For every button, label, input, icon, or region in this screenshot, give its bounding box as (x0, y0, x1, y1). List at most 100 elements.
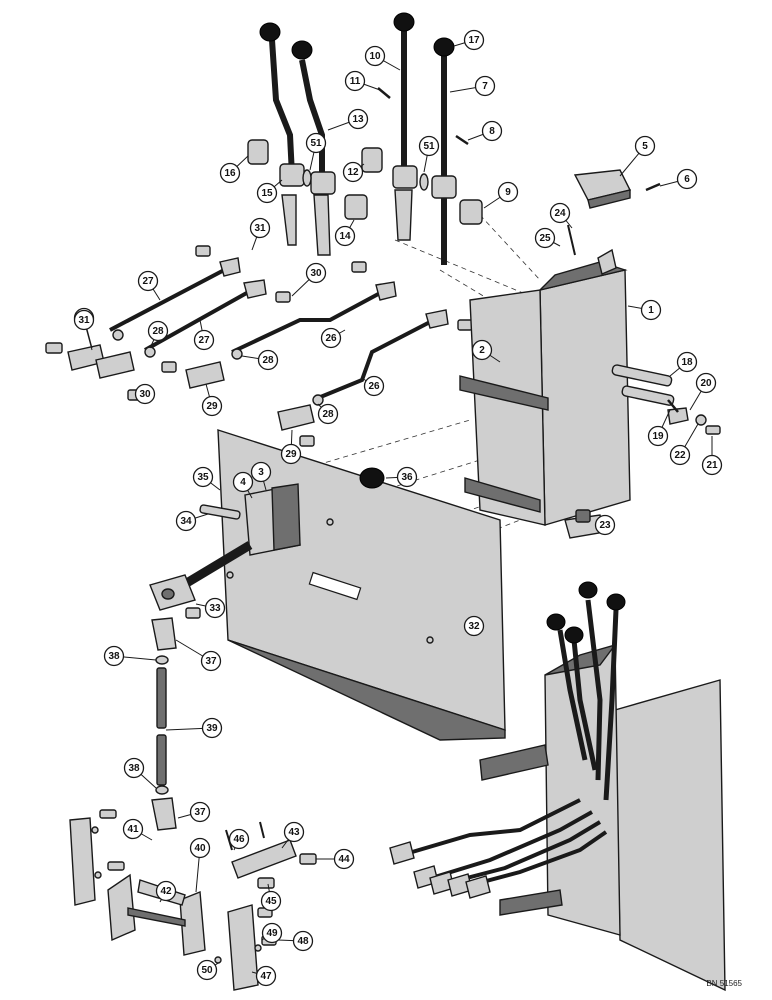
callout-circle-15 (256, 182, 278, 204)
callout-circle-13 (347, 108, 369, 130)
callout-number-37: 37 (205, 656, 217, 667)
callout-44: 44 (316, 848, 355, 870)
callout-number-34: 34 (180, 516, 192, 527)
callout-circle-50 (196, 959, 218, 981)
callout-20: 20 (689, 372, 717, 411)
callout-number-24: 24 (554, 208, 566, 219)
callout-38: 38 (103, 645, 157, 667)
callout-number-1: 1 (648, 305, 654, 316)
callout-circle-11 (344, 70, 366, 92)
callout-circle-41 (122, 818, 144, 840)
callout-number-26: 26 (368, 381, 380, 392)
callout-circle-28 (317, 403, 339, 425)
callout-23: 23 (594, 514, 616, 536)
callout-circle-43 (283, 821, 305, 843)
callout-number-7: 7 (482, 81, 488, 92)
callout-number-44: 44 (338, 854, 350, 865)
callout-circle-38 (103, 645, 125, 667)
callout-circle-45 (260, 890, 282, 912)
callout-2: 2 (471, 339, 501, 363)
knob-7 (433, 37, 455, 57)
callout-number-23: 23 (599, 520, 611, 531)
callout-43: 43 (281, 821, 305, 849)
callout-number-30: 30 (310, 268, 322, 279)
callout-number-22: 22 (674, 450, 686, 461)
callout-circle-27 (137, 270, 159, 292)
lock-bracket (567, 169, 661, 256)
callout-circle-9 (497, 181, 519, 203)
callout-37: 37 (177, 801, 211, 823)
callout-11: 11 (344, 70, 381, 92)
callout-28: 28 (241, 349, 279, 371)
callout-number-51: 51 (423, 141, 435, 152)
callout-circle-30 (134, 383, 156, 405)
callout-circle-28 (257, 349, 279, 371)
callout-24: 24 (549, 202, 573, 229)
callout-28: 28 (317, 403, 339, 425)
callout-labels: 1234567891011121314151617181920212223242… (73, 29, 723, 987)
callout-number-29: 29 (206, 401, 218, 412)
callout-circle-23 (594, 514, 616, 536)
callout-34: 34 (175, 510, 209, 532)
pivot-bracket (149, 483, 301, 619)
callout-number-19: 19 (652, 431, 664, 442)
callout-number-5: 5 (642, 141, 648, 152)
control-rods (109, 257, 449, 400)
callout-circle-18 (676, 351, 698, 373)
callout-number-27: 27 (198, 335, 210, 346)
callout-number-32: 32 (468, 621, 480, 632)
callout-circle-37 (200, 650, 222, 672)
assembled-view (389, 581, 726, 992)
callout-number-12: 12 (347, 167, 359, 178)
callout-circle-32 (463, 615, 485, 637)
callout-number-38: 38 (108, 651, 120, 662)
callout-25: 25 (534, 227, 561, 249)
callout-circle-30 (305, 262, 327, 284)
callout-49: 49 (261, 922, 283, 944)
callout-number-27: 27 (142, 276, 154, 287)
callout-number-18: 18 (681, 357, 693, 368)
callout-number-28: 28 (152, 326, 164, 337)
callout-12: 12 (342, 161, 365, 183)
callout-number-2: 2 (479, 345, 485, 356)
knob-10 (393, 12, 415, 32)
callout-number-26: 26 (325, 333, 337, 344)
callout-circle-33 (204, 597, 226, 619)
callout-17: 17 (453, 29, 485, 51)
callout-number-28: 28 (262, 355, 274, 366)
callout-50: 50 (196, 959, 221, 981)
callout-circle-1 (640, 299, 662, 321)
callout-51: 51 (305, 132, 327, 171)
callout-circle-31 (73, 309, 95, 331)
callout-1: 1 (627, 299, 662, 321)
callout-number-4: 4 (240, 477, 246, 488)
callout-circle-38 (123, 757, 145, 779)
callout-18: 18 (669, 351, 698, 377)
callout-41: 41 (122, 818, 153, 841)
callout-number-9: 9 (505, 187, 511, 198)
callout-37: 37 (175, 639, 222, 672)
callout-circle-6 (676, 168, 698, 190)
callout-circle-26 (363, 375, 385, 397)
callout-circle-31 (249, 217, 271, 239)
callout-46: 46 (228, 828, 250, 851)
callout-22: 22 (669, 423, 699, 466)
callout-circle-29 (201, 395, 223, 417)
callout-8: 8 (467, 120, 503, 142)
callout-number-43: 43 (288, 827, 300, 838)
callout-number-31: 31 (254, 223, 266, 234)
callout-27: 27 (193, 319, 215, 351)
callout-circle-42 (155, 880, 177, 902)
callout-number-47: 47 (260, 971, 272, 982)
callout-circle-27 (193, 329, 215, 351)
callout-33: 33 (195, 597, 226, 619)
callout-circle-5 (634, 135, 656, 157)
callout-number-36: 36 (401, 472, 413, 483)
callout-circle-49 (261, 922, 283, 944)
callout-number-37: 37 (194, 807, 206, 818)
callout-number-29: 29 (285, 449, 297, 460)
callout-circle-47 (255, 965, 277, 987)
callout-32: 32 (463, 615, 485, 637)
knob-15 (259, 22, 281, 42)
